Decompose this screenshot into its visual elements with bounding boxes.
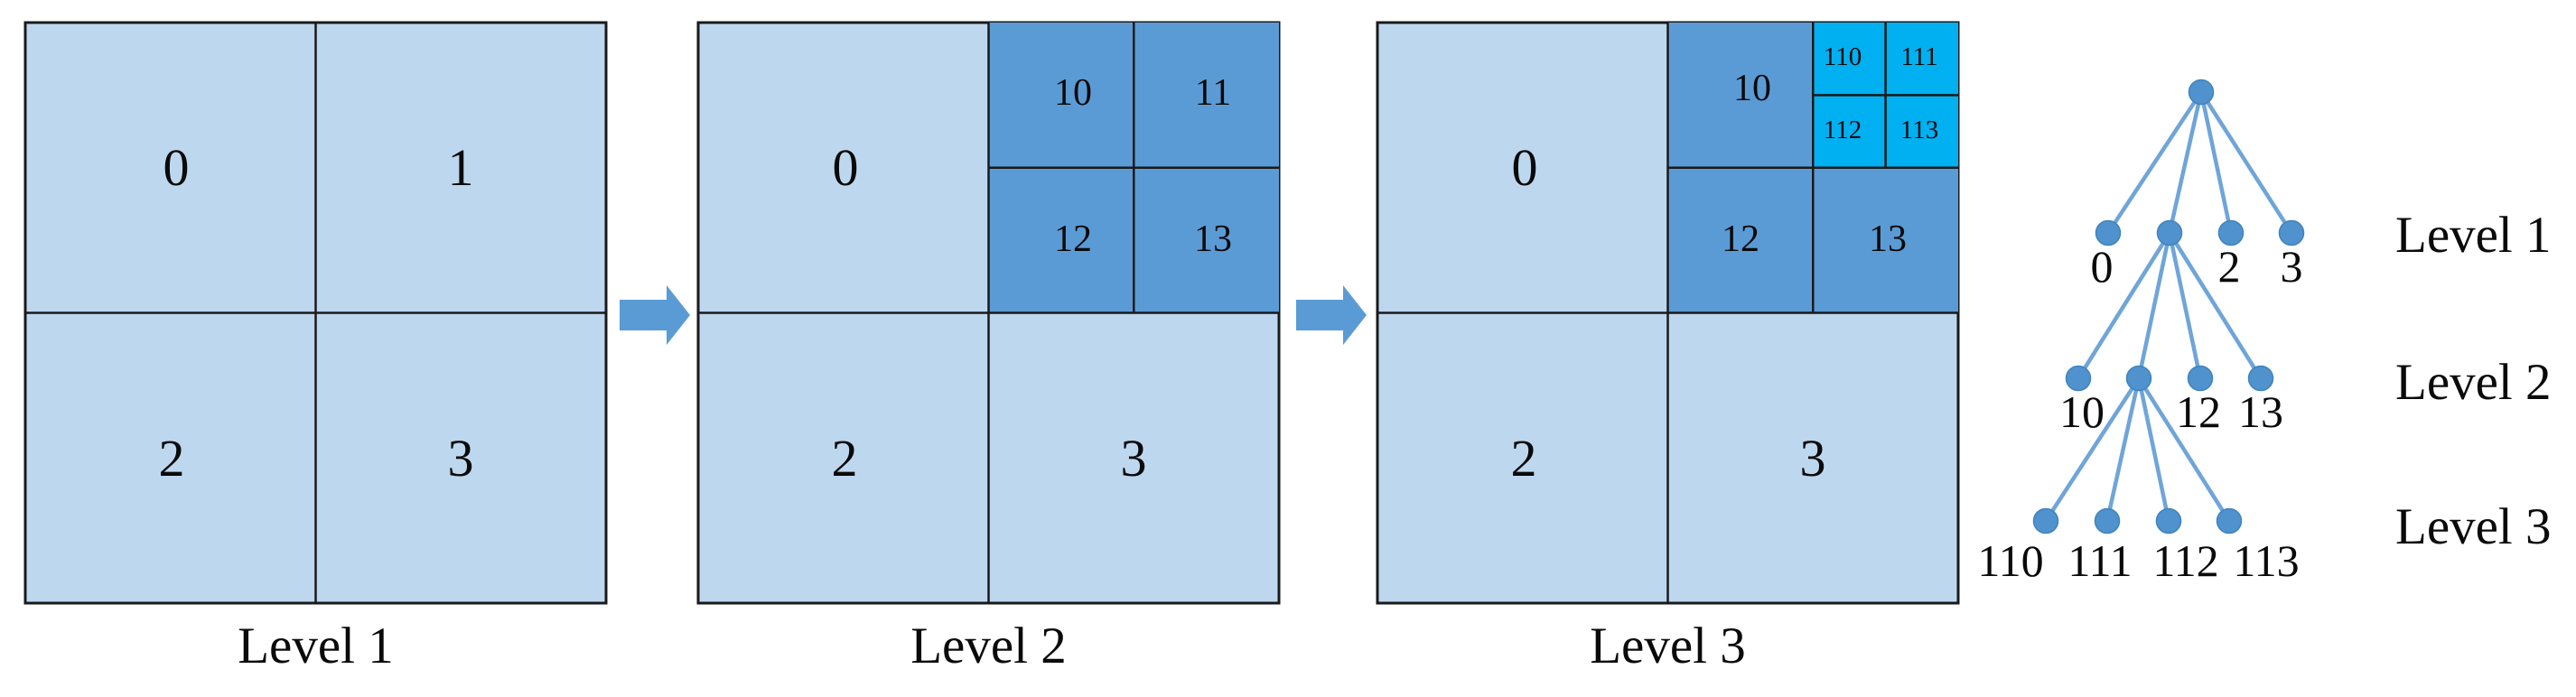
tree-edge <box>2167 230 2263 381</box>
panel2-cell-10-label: 10 <box>1054 72 1092 114</box>
tree-label-111: 111 <box>2067 535 2132 586</box>
panel3-cell-12-label: 12 <box>1722 218 1759 260</box>
panel1-quadrant-0-label: 0 <box>163 138 190 197</box>
tree-node-10 <box>2065 365 2092 392</box>
tree-edge <box>2167 89 2204 236</box>
tree-side-label-level-3: Level 3 <box>2395 498 2552 555</box>
panel3-cell-111-label: 111 <box>1900 42 1937 71</box>
panel2-quadrant-2-label: 2 <box>832 429 858 488</box>
arrow-right-icon <box>620 285 690 345</box>
panel2-quadrant-3-label: 3 <box>1121 429 1147 488</box>
panel3-cell-13-label: 13 <box>1869 218 1907 260</box>
tree-label-110: 110 <box>1977 535 2043 586</box>
panel-level-1: 0 1 2 3 Level 1 <box>23 21 608 674</box>
tree-edge <box>2076 230 2172 381</box>
panel2-caption: Level 2 <box>910 618 1067 674</box>
tree-edge <box>2105 376 2142 524</box>
panel2-cell-13-label: 13 <box>1194 218 1232 260</box>
tree-node-11 <box>2125 365 2152 392</box>
tree-edge <box>2198 89 2294 236</box>
tree-label-10: 10 <box>2059 386 2105 437</box>
tree-edge <box>2198 89 2234 236</box>
tree-label-112: 112 <box>2152 535 2218 586</box>
panel1-quadrant-2-label: 2 <box>159 429 185 488</box>
panel1-caption: Level 1 <box>238 618 394 674</box>
panel1-quadrant-1-label: 1 <box>448 138 474 197</box>
tree-node-112 <box>2155 507 2182 534</box>
tree-edge <box>2105 89 2204 236</box>
panel2-cell-11-label: 11 <box>1195 72 1231 114</box>
tree-edge <box>2136 376 2232 524</box>
panel3-quadrant-0-label: 0 <box>1512 138 1538 197</box>
panel3-cell-110-label: 110 <box>1824 42 1862 71</box>
tree-label-12: 12 <box>2176 386 2221 437</box>
tree-label-0: 0 <box>2091 241 2114 292</box>
tree-edge <box>2136 376 2171 524</box>
tree-node-0 <box>2095 219 2122 246</box>
tree-node-root <box>2188 79 2215 106</box>
tree-label-13: 13 <box>2238 386 2283 437</box>
panel3-quadrant-3-label: 3 <box>1800 429 1826 488</box>
panel1-quadrant-3-label: 3 <box>448 429 474 488</box>
panel2-quadrant-0-label: 0 <box>833 138 859 197</box>
tree-node-111 <box>2094 507 2121 534</box>
tree-side-label-level-1: Level 1 <box>2395 207 2552 264</box>
tree-node-2 <box>2217 219 2245 246</box>
tree-node-1 <box>2156 219 2183 246</box>
tree-label-113: 113 <box>2233 535 2299 586</box>
arrow-right-icon <box>1296 285 1367 345</box>
tree-edge <box>2167 230 2203 381</box>
tree-label-3: 3 <box>2281 241 2303 292</box>
quadtree-tree: 0 2 3 10 12 13 110 111 112 113 Level 1 L… <box>1977 79 2552 586</box>
tree-edge <box>2043 376 2142 524</box>
tree-label-2: 2 <box>2218 241 2241 292</box>
panel2-cell-12-label: 12 <box>1054 218 1092 260</box>
panel3-caption: Level 3 <box>1590 618 1746 674</box>
tree-node-3 <box>2278 219 2305 246</box>
panel-level-2: 0 2 3 10 11 12 13 Level 2 <box>696 21 1281 674</box>
panel3-cell-113-label: 113 <box>1900 116 1938 144</box>
tree-node-13 <box>2247 365 2274 392</box>
panel3-cell-10-label: 10 <box>1733 68 1771 109</box>
tree-side-label-level-2: Level 2 <box>2395 354 2552 411</box>
panel3-cell-112-label: 112 <box>1824 116 1862 144</box>
panel-level-3: 0 2 3 10 12 13 110 111 112 113 Level 3 <box>1376 21 1960 674</box>
tree-node-110 <box>2032 507 2059 534</box>
tree-node-113 <box>2216 507 2243 534</box>
panel3-quadrant-2-label: 2 <box>1511 429 1537 488</box>
tree-node-12 <box>2187 365 2214 392</box>
tree-edge <box>2136 230 2172 381</box>
